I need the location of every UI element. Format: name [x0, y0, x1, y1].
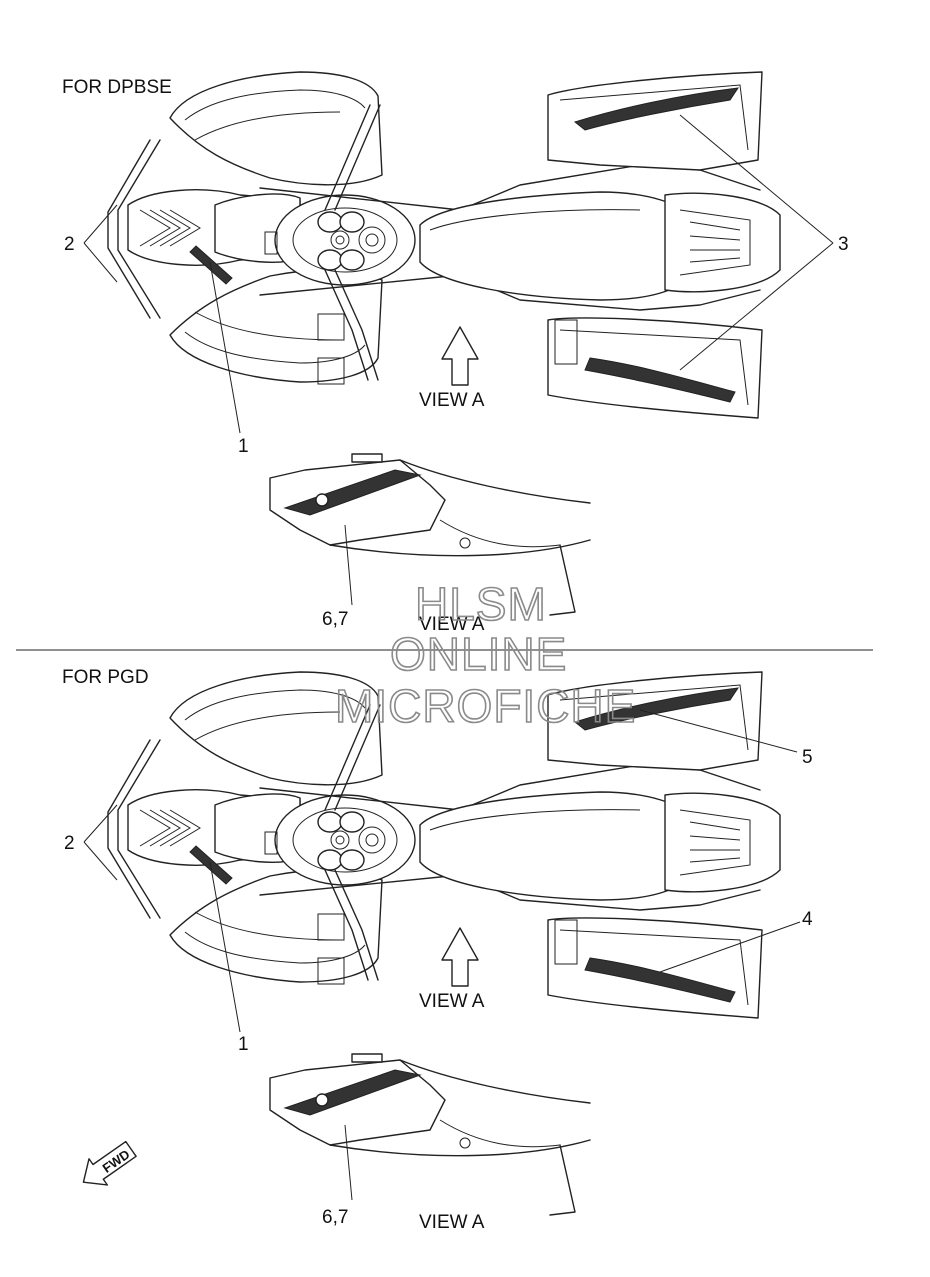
view-arrow-icon	[441, 927, 479, 987]
atv-top-view	[107, 71, 781, 419]
callout-2: 2	[64, 234, 75, 255]
callout-5: 5	[802, 747, 813, 768]
callout-6-7: 6,7	[322, 609, 348, 630]
view-label-side: VIEW A	[419, 614, 485, 635]
view-label: VIEW A	[419, 991, 485, 1012]
section-pgd: FOR PGD VIEW A 2 1 5 4 6,7 VIEW A FWD	[62, 667, 813, 1233]
callout-1: 1	[238, 436, 249, 457]
callout-4: 4	[802, 909, 813, 930]
watermark: HLSM ONLINE MICROFICHE	[334, 577, 636, 733]
watermark-line-1: HLSM	[415, 578, 547, 630]
watermark-line-2: ONLINE	[390, 628, 567, 680]
atv-side-view	[269, 1053, 591, 1216]
callout-3: 3	[838, 234, 849, 255]
callout-6-7: 6,7	[322, 1207, 348, 1228]
section-heading: FOR DPBSE	[62, 77, 172, 98]
callout-1: 1	[238, 1034, 249, 1055]
section-heading: FOR PGD	[62, 667, 149, 688]
fwd-arrow-icon: FWD	[82, 1140, 137, 1186]
section-dpbse: FOR DPBSE VIEW A 2 1 3 6,7 VIEW A	[62, 71, 849, 635]
view-label-side: VIEW A	[419, 1212, 485, 1233]
callout-2: 2	[64, 833, 75, 854]
watermark-line-3: MICROFICHE	[335, 680, 636, 732]
view-label: VIEW A	[419, 390, 485, 411]
view-arrow-icon	[441, 326, 479, 386]
